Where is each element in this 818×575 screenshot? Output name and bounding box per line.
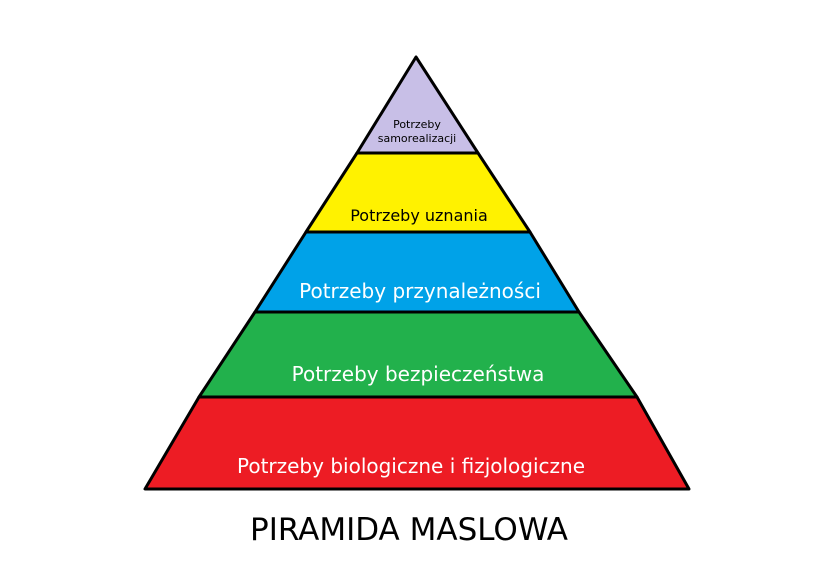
diagram-title: PIRAMIDA MASLOWA — [250, 512, 568, 548]
pyramid-level-self-actualization-label-line-2: samorealizacji — [378, 132, 457, 145]
pyramid-level-safety-label: Potrzeby bezpieczeństwa — [292, 362, 545, 386]
pyramid-level-belonging-label: Potrzeby przynależności — [299, 279, 541, 303]
pyramid-level-biological-label: Potrzeby biologiczne i fizjologiczne — [237, 454, 585, 478]
pyramid-level-self-actualization-label-line-1: Potrzeby — [393, 118, 441, 131]
pyramid-level-self-actualization — [355, 55, 480, 155]
pyramid-level-esteem-label: Potrzeby uznania — [350, 206, 488, 225]
